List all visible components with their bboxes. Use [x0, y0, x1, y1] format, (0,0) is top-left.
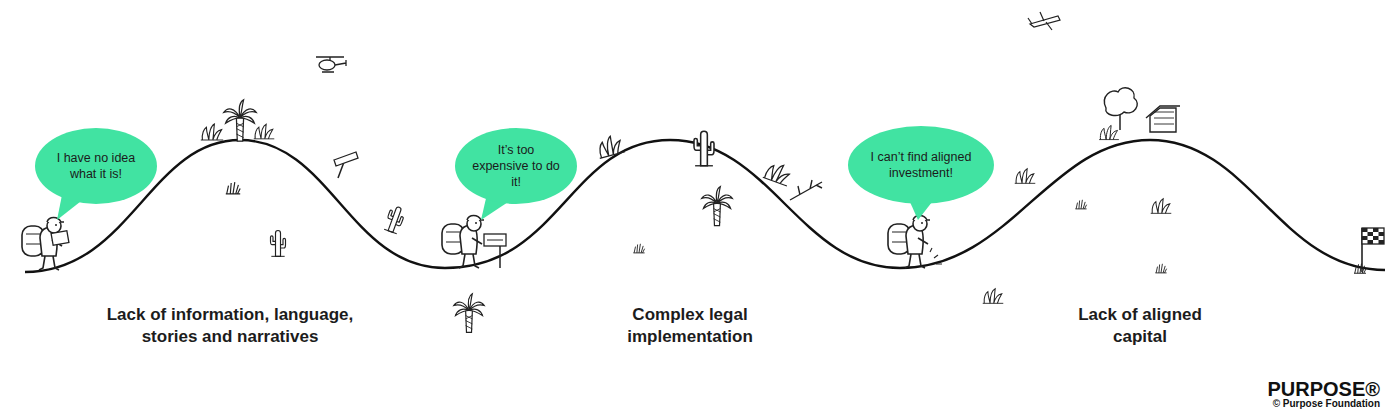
bubble-text: I can’t find aligned investment! [848, 126, 994, 204]
tuft [226, 182, 240, 194]
signpost [334, 152, 358, 178]
bush [1151, 199, 1172, 214]
speech-bubble: I can’t find aligned investment! [848, 126, 994, 204]
bush [595, 134, 625, 159]
bush [763, 160, 793, 186]
stage-label: Lack of information, language, stories a… [95, 304, 365, 348]
cactus [271, 231, 286, 257]
palm [454, 294, 484, 333]
logo-text: © Purpose Foundation [1180, 398, 1380, 410]
cactus [694, 131, 714, 165]
tuft [633, 244, 644, 253]
tuft [1075, 200, 1086, 209]
logo-text: PURPOSE® [1180, 378, 1380, 400]
bubble-text: It’s too expensive to do it! [455, 128, 577, 204]
speech-bubble: I have no idea what it is! [35, 128, 157, 204]
house [1146, 106, 1180, 132]
cactus [383, 205, 406, 234]
bush [983, 289, 1004, 304]
bubble-text: I have no idea what it is! [35, 128, 157, 204]
bubble-body [35, 128, 157, 204]
finish-flag [1354, 228, 1384, 273]
tree [1104, 88, 1137, 130]
bush [201, 124, 223, 140]
signpost [484, 234, 506, 268]
map [51, 231, 69, 246]
tuft [1155, 264, 1166, 273]
helicopter [316, 57, 346, 72]
bush [254, 124, 275, 139]
bubble-body [848, 126, 994, 204]
airplane [1028, 12, 1060, 30]
stage-label: Lack of aligned capital [1070, 304, 1210, 348]
bush [1015, 169, 1036, 184]
hiker [442, 216, 484, 269]
palm [224, 100, 256, 141]
bubble-body [455, 128, 577, 204]
speech-bubble: It’s too expensive to do it! [455, 128, 577, 204]
hiker [888, 216, 930, 269]
palm [702, 186, 733, 225]
bush [1099, 125, 1119, 139]
stage-label: Complex legal implementation [600, 304, 780, 348]
bubble-tail [910, 202, 932, 220]
branch [790, 180, 822, 200]
bubble-shape [35, 128, 157, 204]
dust [930, 248, 942, 264]
bubble-shape [848, 126, 994, 204]
